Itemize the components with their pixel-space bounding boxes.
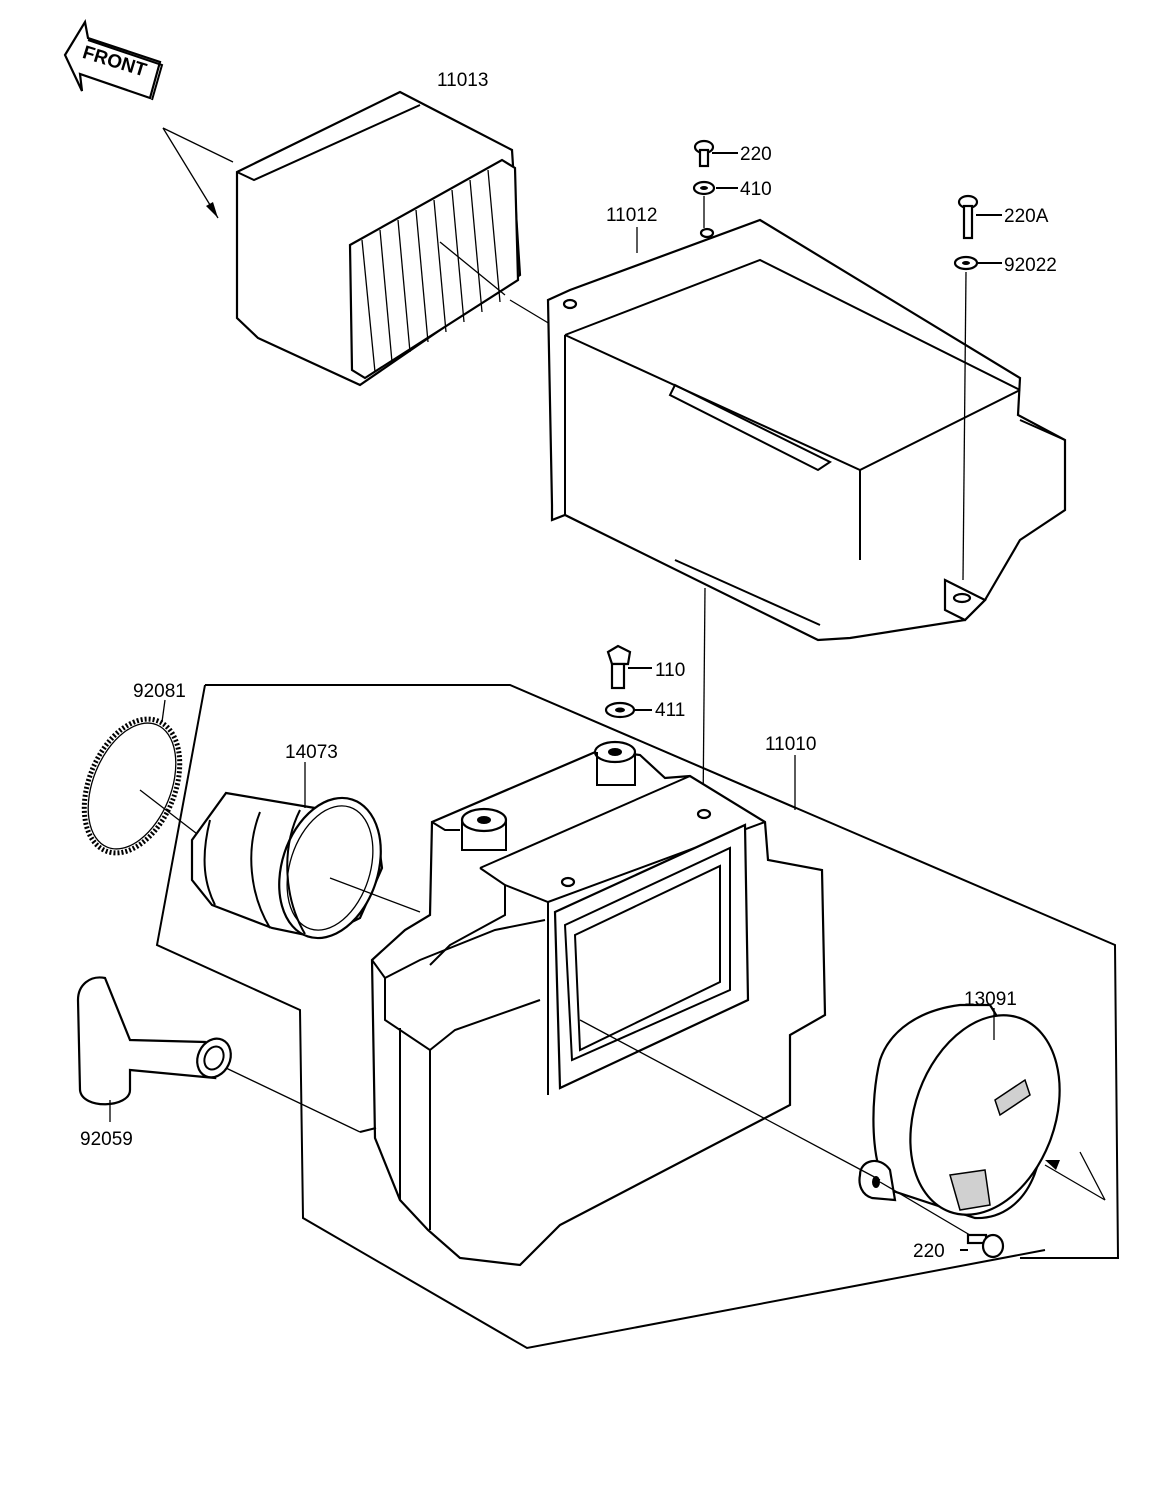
cap-13091 [858, 1003, 1106, 1220]
cover-screw-220a [957, 194, 1002, 240]
air-cleaner-case-11010 [370, 740, 827, 1267]
cover-screw-220 [693, 139, 738, 168]
label-14073: 14073 [285, 742, 338, 763]
case-washer-411 [604, 701, 652, 719]
label-411: 411 [655, 700, 685, 721]
label-11010: 11010 [765, 734, 816, 755]
leader-cap-to-case [579, 1019, 881, 1181]
label-410: 410 [740, 179, 772, 200]
cap-screw-220 [879, 1181, 1005, 1259]
label-110: 110 [655, 660, 685, 681]
air-filter-element [235, 90, 561, 387]
label-220-cap: 220 [913, 1241, 945, 1262]
cover-washer-410 [692, 180, 738, 228]
label-13091: 13091 [964, 989, 1017, 1010]
label-92081: 92081 [133, 681, 186, 702]
filter-cover [546, 218, 1067, 642]
label-11012: 11012 [606, 205, 657, 226]
label-11013: 11013 [437, 70, 488, 91]
o-ring-92081 [81, 699, 206, 856]
front-arrow-icon: FRONT [63, 18, 164, 101]
intake-duct-14073 [190, 762, 421, 940]
breather-hose-92059 [76, 976, 377, 1133]
label-220a: 220A [1004, 206, 1049, 227]
cover-washer-92022 [953, 255, 1002, 581]
case-bolt-110 [606, 644, 652, 690]
label-220-top: 220 [740, 144, 772, 165]
label-92059: 92059 [80, 1129, 133, 1150]
label-92022: 92022 [1004, 255, 1057, 276]
direction-arrows-top [162, 127, 234, 219]
cover-align-line [702, 587, 706, 813]
assembly-frame [155, 684, 1120, 1350]
filter-pleats [361, 169, 501, 373]
